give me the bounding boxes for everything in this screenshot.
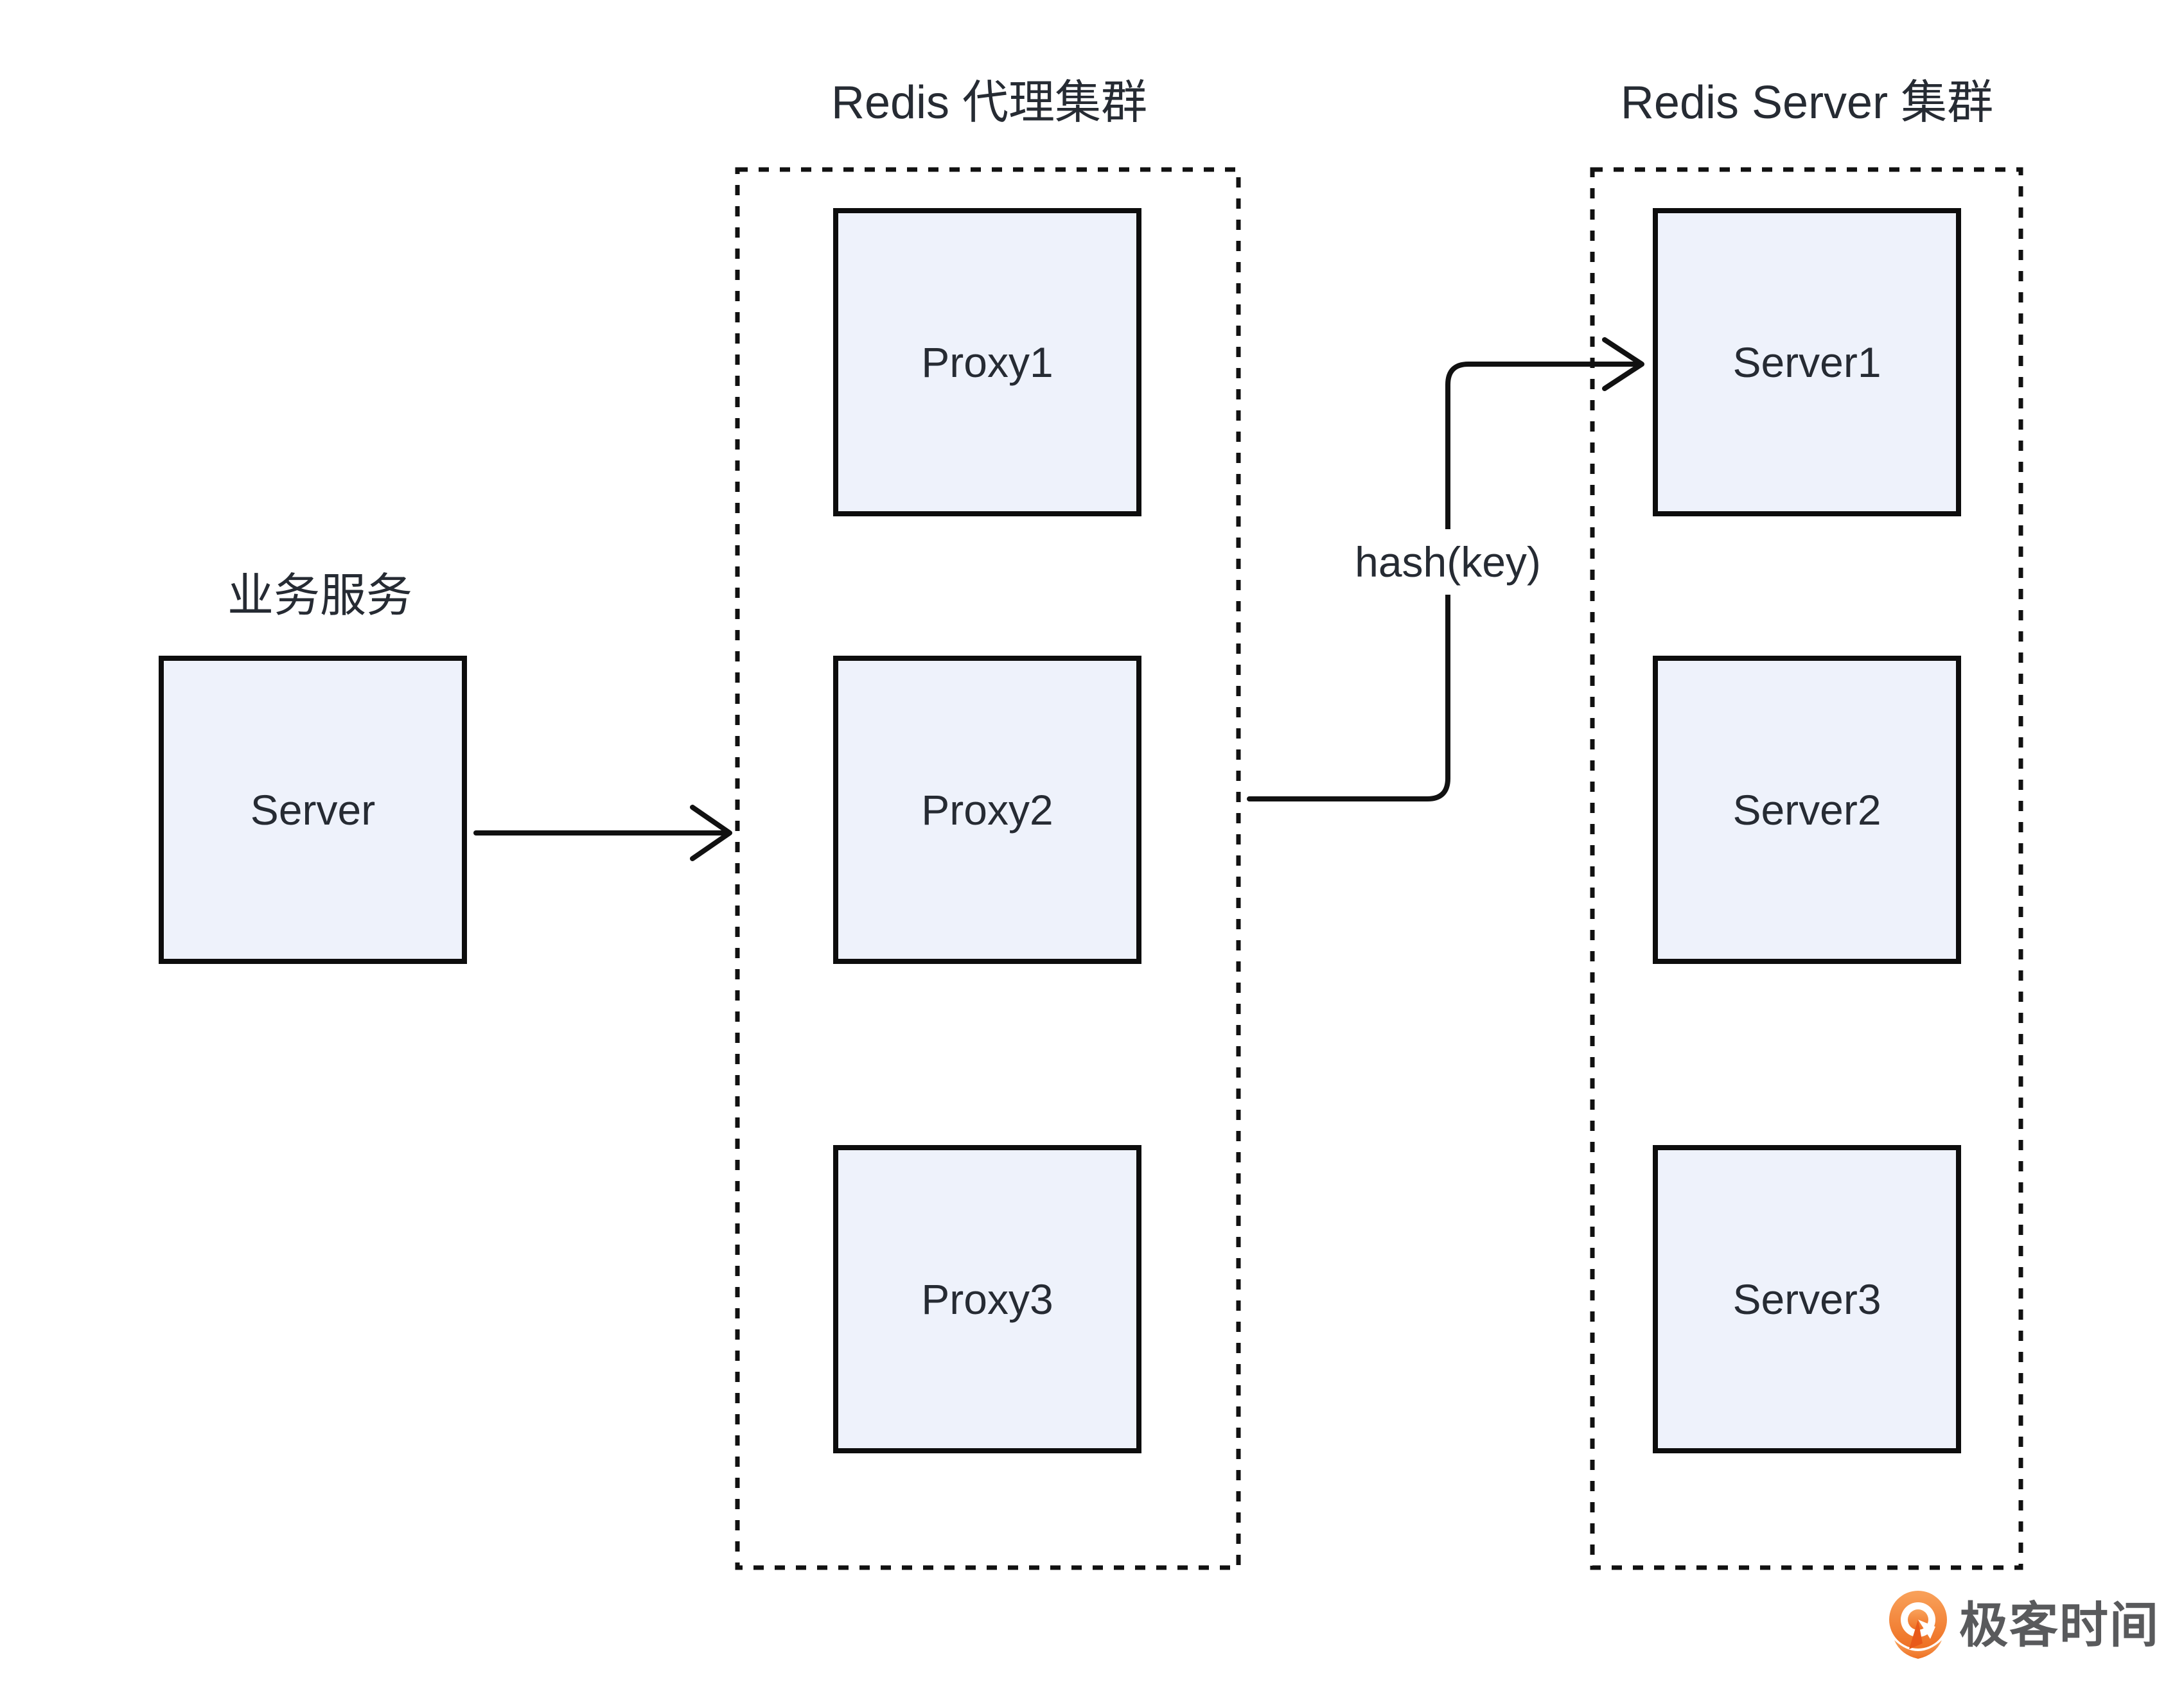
hash-key-label-wrap: hash(key) bbox=[1287, 529, 1608, 595]
business-service-label: 业务服务 bbox=[227, 570, 412, 622]
node-proxy2: Proxy2 bbox=[833, 656, 1141, 964]
server-cluster-title: Redis Server 集群 bbox=[1620, 77, 1994, 128]
logo-notch bbox=[1918, 1620, 1935, 1639]
node-server-label: Server bbox=[250, 786, 376, 834]
node-server2: Server2 bbox=[1653, 656, 1961, 964]
proxy-cluster-dashed-border bbox=[735, 167, 1241, 1570]
geektime-logo-text: 极客时间 bbox=[1959, 1598, 2160, 1653]
node-proxy3-label: Proxy3 bbox=[921, 1275, 1053, 1323]
geektime-logo: 极客时间 bbox=[1886, 1590, 2160, 1662]
node-proxy3: Proxy3 bbox=[833, 1145, 1141, 1453]
logo-needle bbox=[1909, 1620, 1923, 1649]
logo-pin-swoosh bbox=[1894, 1640, 1942, 1659]
node-proxy2-label: Proxy2 bbox=[921, 786, 1053, 834]
node-server2-label: Server2 bbox=[1732, 786, 1881, 834]
node-server3-label: Server3 bbox=[1732, 1275, 1881, 1323]
node-server3: Server3 bbox=[1653, 1145, 1961, 1453]
geektime-pin-icon bbox=[1889, 1591, 1947, 1659]
hash-key-label: hash(key) bbox=[1344, 529, 1551, 595]
node-server: Server bbox=[159, 656, 467, 964]
node-server1-label: Server1 bbox=[1732, 338, 1881, 386]
node-proxy1: Proxy1 bbox=[833, 208, 1141, 516]
arrowhead-proxy2-to-server1 bbox=[1602, 337, 1644, 391]
server-cluster-dashed-border bbox=[1590, 167, 2023, 1570]
arrowhead-server-to-proxy-cluster bbox=[690, 805, 732, 861]
proxy-cluster-title: Redis 代理集群 bbox=[831, 77, 1148, 128]
node-proxy1-label: Proxy1 bbox=[921, 338, 1053, 386]
node-server1: Server1 bbox=[1653, 208, 1961, 516]
